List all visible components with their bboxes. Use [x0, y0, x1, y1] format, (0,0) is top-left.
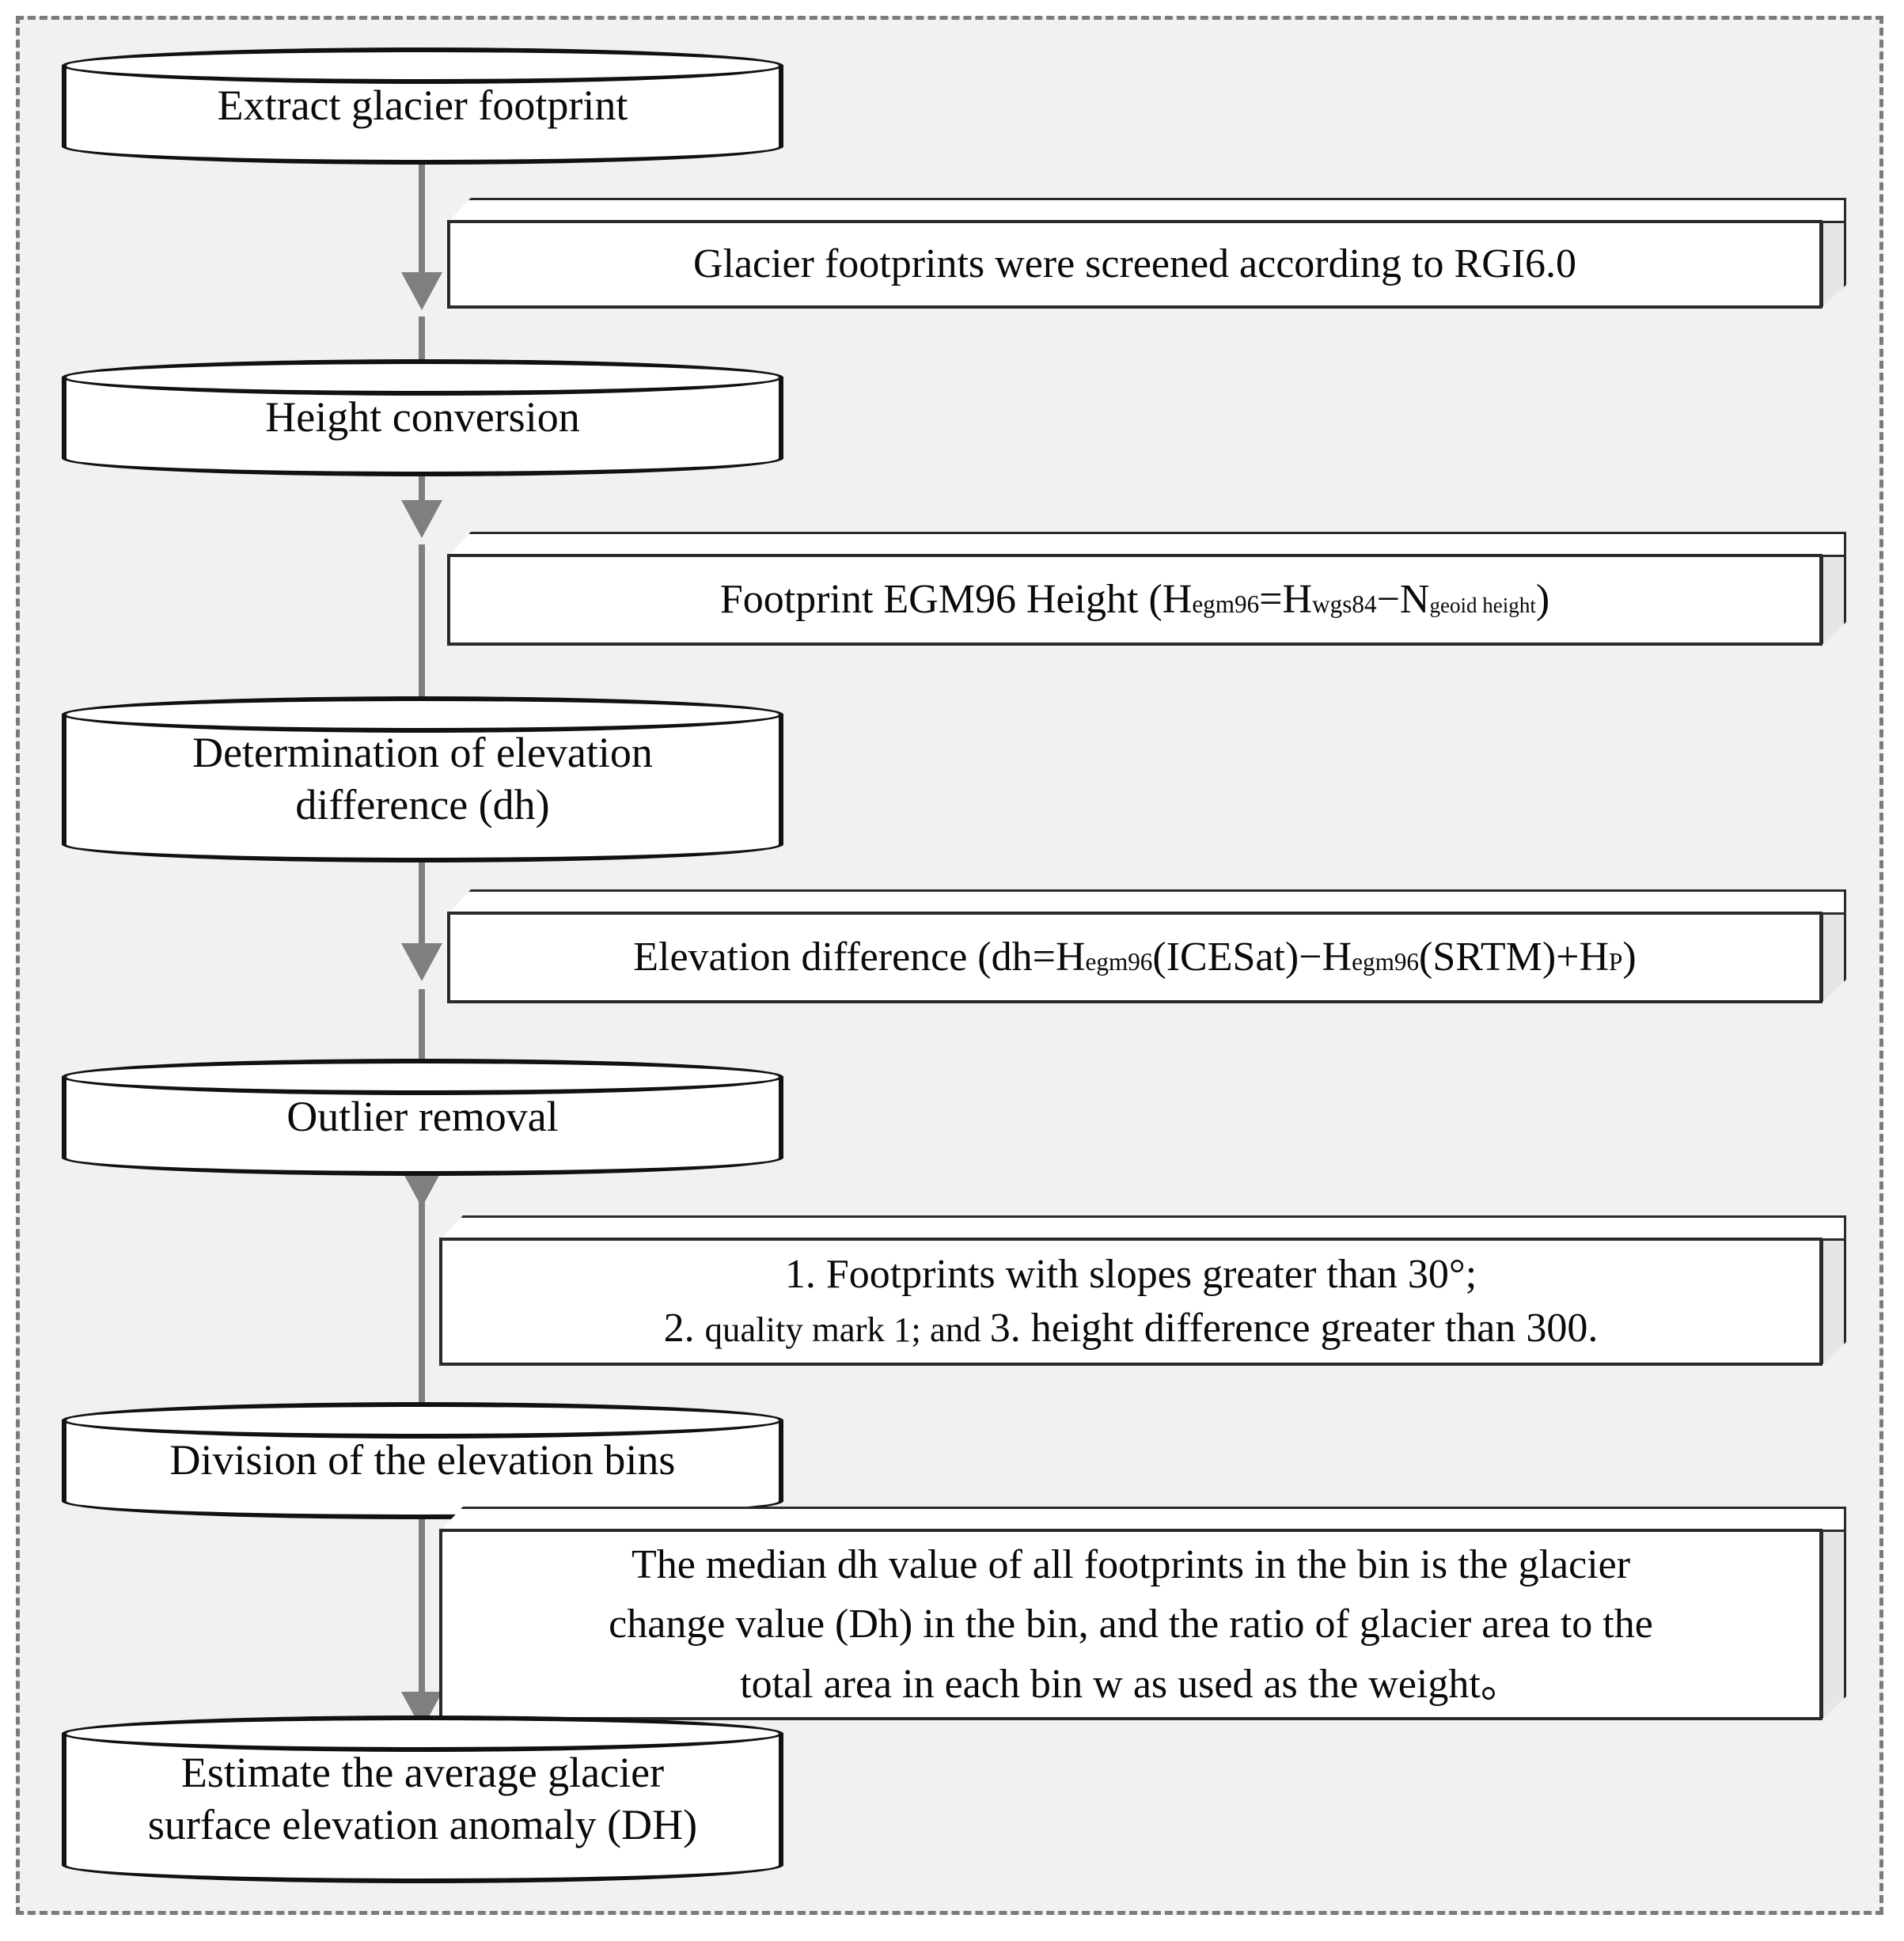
- cylinder-bottom-mask: [66, 438, 779, 458]
- note-text: Footprint EGM96 Height (Hegm96=Hwgs84−Ng…: [447, 554, 1822, 646]
- cylinder-body: [62, 714, 783, 845]
- note-front-face: [447, 554, 1822, 646]
- note-front-face: [439, 1238, 1822, 1366]
- note-rgi[interactable]: Glacier footprints were screened accordi…: [447, 198, 1846, 309]
- arrow-head-1: [401, 272, 442, 310]
- step-outlier-removal[interactable]: Outlier removal: [62, 1059, 783, 1176]
- cylinder-bottom-mask: [66, 824, 779, 844]
- formula-mid-2: −N: [1376, 577, 1430, 623]
- formula-suffix: ): [1535, 577, 1550, 623]
- cylinder-bottom-mask: [66, 1137, 779, 1158]
- formula-sub-wgs84: wgs84: [1312, 590, 1377, 619]
- arrow-head-2: [401, 500, 442, 538]
- note-front-face: [439, 1529, 1822, 1720]
- note-text: Glacier footprints were screened accordi…: [447, 220, 1822, 309]
- cylinder-body: [62, 1733, 783, 1866]
- note-bin-median[interactable]: The median dh value of all footprints in…: [439, 1507, 1846, 1720]
- step-height-conversion[interactable]: Height conversion: [62, 359, 783, 476]
- formula-sub-egm96: egm96: [1192, 590, 1260, 619]
- cylinder-top-ellipse: [62, 1402, 783, 1439]
- criteria-height-difference: 3. height difference greater than 300.: [989, 1306, 1599, 1351]
- step-extract-glacier-footprint[interactable]: Extract glacier footprint: [62, 47, 783, 165]
- note-front-face: [447, 912, 1822, 1003]
- step-label: Division of the elevation bins: [169, 1436, 676, 1484]
- note-top-face: [447, 889, 1846, 915]
- step-label: Extract glacier footprint: [217, 82, 628, 130]
- formula-sub-geoid-height: geoid height: [1429, 593, 1536, 618]
- arrow-line-3: [419, 544, 425, 715]
- note-line: Footprint EGM96 Height (Hegm96=Hwgs84−Ng…: [720, 573, 1549, 627]
- formula-prefix: Footprint EGM96 Height (H: [719, 577, 1193, 623]
- step-determination-of-elevation-difference[interactable]: Determination of elevation difference (d…: [62, 696, 783, 862]
- note-line-2: change value (Dh) in the bin, and the ra…: [609, 1602, 1653, 1647]
- note-outlier-criteria[interactable]: 1. Footprints with slopes greater than 3…: [439, 1215, 1846, 1366]
- cylinder-top-ellipse: [62, 359, 783, 396]
- formula-sub-egm96-icesat: egm96: [1085, 948, 1153, 976]
- note-text: Elevation difference (dh=Hegm96(ICESat)−…: [447, 912, 1822, 1003]
- step-division-of-the-elevation-bins[interactable]: Division of the elevation bins: [62, 1402, 783, 1519]
- formula-suffix: ): [1622, 934, 1637, 980]
- step-label: Determination of elevation difference (d…: [192, 729, 653, 828]
- step-label: Outlier removal: [286, 1093, 559, 1141]
- note-line-3: total area in each bin w as used as the …: [740, 1661, 1522, 1707]
- criteria-quality-mark: quality mark 1; and: [704, 1310, 990, 1349]
- note-text: The median dh value of all footprints in…: [439, 1529, 1822, 1720]
- arrow-line-6: [419, 1200, 425, 1445]
- cylinder-bottom-mask: [66, 1844, 779, 1865]
- note-egm96[interactable]: Footprint EGM96 Height (Hegm96=Hwgs84−Ng…: [447, 532, 1846, 646]
- arrow-line-1: [419, 117, 425, 272]
- note-line-1: 1. Footprints with slopes greater than 3…: [784, 1252, 1477, 1298]
- cylinder-bottom-mask: [66, 1480, 779, 1501]
- note-front-face: [447, 220, 1822, 309]
- formula-sub-egm96-srtm: egm96: [1352, 948, 1420, 976]
- step-label: Estimate the average glacier surface ele…: [147, 1749, 698, 1848]
- cylinder-bottom-mask: [66, 126, 779, 146]
- note-line-2: 2. quality mark 1; and 3. height differe…: [664, 1302, 1599, 1355]
- step-label: Height conversion: [265, 393, 580, 442]
- note-side-face: [1821, 1507, 1846, 1720]
- formula-prefix: Elevation difference (dh=H: [633, 934, 1086, 980]
- cylinder-top-ellipse: [62, 47, 783, 84]
- note-line: Elevation difference (dh=Hegm96(ICESat)−…: [633, 931, 1636, 984]
- formula-sub-p: P: [1609, 948, 1623, 976]
- cylinder-top-ellipse: [62, 1715, 783, 1752]
- note-line: Glacier footprints were screened accordi…: [692, 241, 1577, 287]
- note-top-face: [447, 198, 1846, 223]
- cylinder-top-ellipse: [62, 1059, 783, 1095]
- cylinder-top-ellipse: [62, 696, 783, 733]
- note-text: 1. Footprints with slopes greater than 3…: [439, 1238, 1822, 1366]
- formula-mid-2: (SRTM)+H: [1419, 934, 1610, 980]
- step-estimate-average-glacier-surface-elevation-anomaly[interactable]: Estimate the average glacier surface ele…: [62, 1715, 783, 1883]
- note-line-1: The median dh value of all footprints in…: [631, 1541, 1631, 1587]
- formula-mid-1: (ICESat)−H: [1152, 934, 1352, 980]
- note-elevation-difference[interactable]: Elevation difference (dh=Hegm96(ICESat)−…: [447, 889, 1846, 1003]
- formula-mid-1: =H: [1259, 577, 1313, 623]
- criteria-num-2: 2.: [663, 1306, 705, 1351]
- arrow-line-7: [419, 1488, 425, 1692]
- arrow-head-4: [401, 943, 442, 981]
